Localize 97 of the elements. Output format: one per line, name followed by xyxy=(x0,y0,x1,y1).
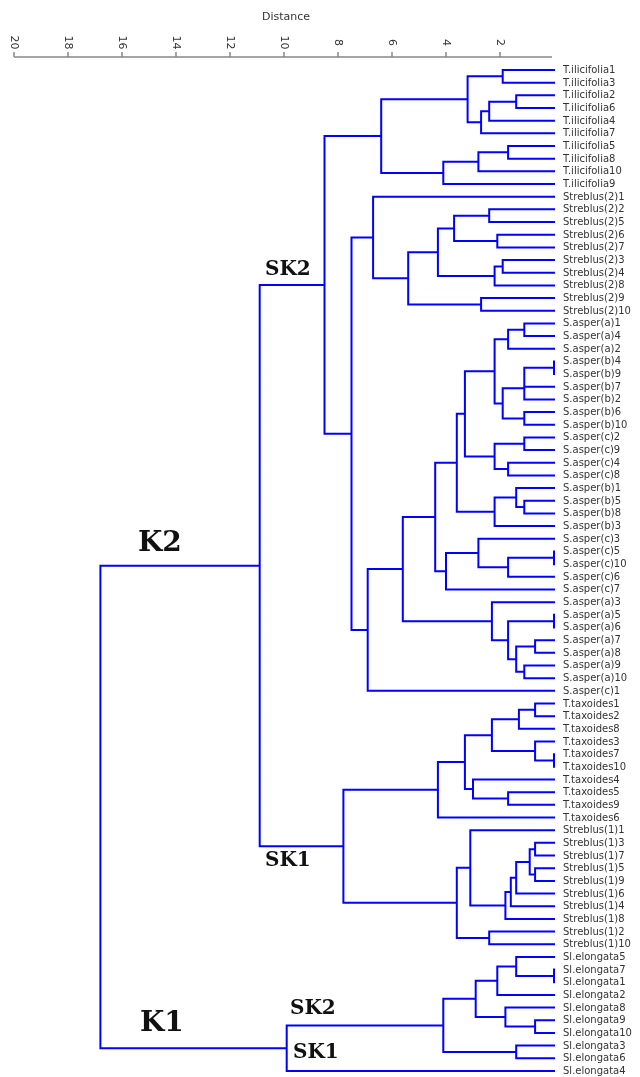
leaf-label: T.ilicifolia5 xyxy=(563,141,616,151)
leaf-label: Streblus(2)8 xyxy=(563,280,625,291)
leaf-label: S.asper(a)10 xyxy=(563,673,628,684)
leaf-label: Sl.elongata5 xyxy=(563,951,626,962)
leaf-label: S.asper(b)4 xyxy=(563,356,621,367)
leaf-label: Sl.elongata7 xyxy=(563,964,626,975)
leaf-label: S.asper(c)3 xyxy=(563,533,621,544)
cluster-label: SK2 xyxy=(290,997,336,1017)
cluster-label: SK1 xyxy=(293,1041,339,1061)
leaf-label: S.asper(a)3 xyxy=(563,597,621,608)
tick-label: 12 xyxy=(224,35,236,49)
leaf-label: T.taxoides4 xyxy=(563,774,620,785)
leaf-label: S.asper(b)5 xyxy=(563,495,621,506)
leaf-label: S.asper(c)8 xyxy=(563,470,621,481)
leaf-label: T.ilicifolia9 xyxy=(563,179,616,189)
leaf-label: T.ilicifolia6 xyxy=(563,103,616,113)
leaf-label: S.asper(c)4 xyxy=(563,457,621,468)
leaf-label: Streblus(2)10 xyxy=(563,305,631,316)
cluster-label: K2 xyxy=(138,528,182,556)
leaf-label: Sl.elongata2 xyxy=(563,989,626,1000)
leaf-label: Streblus(1)5 xyxy=(563,863,625,874)
leaf-label: S.asper(b)3 xyxy=(563,521,621,532)
leaf-label: S.asper(b)8 xyxy=(563,508,621,519)
leaf-label: Streblus(2)9 xyxy=(563,293,625,304)
leaf-label: S.asper(b)10 xyxy=(563,419,628,430)
leaf-label: T.taxoides3 xyxy=(563,736,620,747)
leaf-label: T.taxoides10 xyxy=(563,761,627,772)
tick-label: 4 xyxy=(440,38,452,46)
leaf-label: Streblus(2)2 xyxy=(563,204,625,215)
leaf-label: Streblus(2)3 xyxy=(563,255,625,266)
leaf-label: T.ilicifolia10 xyxy=(563,166,622,177)
leaf-label: S.asper(c)1 xyxy=(563,685,621,696)
leaf-label: T.ilicifolia4 xyxy=(563,115,616,126)
leaf-label: Sl.elongata1 xyxy=(563,977,626,988)
leaf-label: Streblus(1)9 xyxy=(563,875,625,886)
leaf-label: T.taxoides5 xyxy=(563,787,620,798)
leaf-label: T.taxoides6 xyxy=(563,812,620,823)
cluster-label: SK2 xyxy=(265,258,311,278)
leaf-label: Streblus(2)6 xyxy=(563,229,625,240)
tick-label: 14 xyxy=(170,35,182,49)
leaf-label: T.taxoides2 xyxy=(563,711,620,722)
leaf-label: Sl.elongata4 xyxy=(563,1065,626,1076)
tick-label: 20 xyxy=(8,35,20,49)
leaf-label: S.asper(c)6 xyxy=(563,571,621,582)
leaf-label: S.asper(b)6 xyxy=(563,407,621,418)
leaf-label: Sl.elongata8 xyxy=(563,1002,626,1013)
leaf-label: Streblus(2)1 xyxy=(563,191,625,202)
leaf-label: T.taxoides7 xyxy=(563,749,620,760)
tick-label: 18 xyxy=(62,35,74,49)
leaf-label: S.asper(b)1 xyxy=(563,483,621,494)
leaf-label: Streblus(2)5 xyxy=(563,217,625,228)
leaf-label: S.asper(a)1 xyxy=(563,318,621,329)
tick-label: 8 xyxy=(332,38,344,46)
leaf-label: S.asper(a)5 xyxy=(563,609,621,620)
cluster-label: K1 xyxy=(140,1008,184,1036)
leaf-label: S.asper(a)6 xyxy=(563,622,621,633)
leaf-label: S.asper(a)9 xyxy=(563,660,621,671)
cluster-label: SK1 xyxy=(265,849,311,869)
leaf-label: T.taxoides8 xyxy=(563,723,620,734)
tick-label: 16 xyxy=(116,35,128,49)
leaf-label: T.ilicifolia7 xyxy=(563,128,616,139)
leaf-label: S.asper(b)9 xyxy=(563,369,621,380)
leaf-label: S.asper(c)10 xyxy=(563,559,627,570)
leaf-label: S.asper(c)2 xyxy=(563,432,621,443)
tick-label: 2 xyxy=(494,38,506,46)
leaf-label: Streblus(1)7 xyxy=(563,850,625,861)
leaf-label: Sl.elongata10 xyxy=(563,1027,632,1038)
leaf-label: Sl.elongata3 xyxy=(563,1040,626,1051)
leaf-label: Streblus(1)2 xyxy=(563,926,625,937)
leaf-label: T.ilicifolia8 xyxy=(563,153,616,164)
leaf-label: Streblus(1)4 xyxy=(563,901,625,912)
leaf-label: S.asper(a)8 xyxy=(563,647,621,658)
leaf-label: Sl.elongata6 xyxy=(563,1053,626,1064)
leaf-label: S.asper(b)2 xyxy=(563,394,621,405)
leaf-label: Streblus(1)10 xyxy=(563,939,631,950)
leaf-label: S.asper(a)7 xyxy=(563,635,621,646)
leaf-label: S.asper(b)7 xyxy=(563,381,621,392)
leaf-label: Streblus(1)1 xyxy=(563,825,625,836)
leaf-label: Streblus(2)7 xyxy=(563,242,625,253)
leaf-label: Streblus(2)4 xyxy=(563,267,625,278)
leaf-label: Sl.elongata9 xyxy=(563,1015,626,1026)
leaf-label: Streblus(1)8 xyxy=(563,913,625,924)
leaf-label: T.ilicifolia1 xyxy=(563,65,616,75)
leaf-label: Streblus(1)6 xyxy=(563,888,625,899)
leaf-label: S.asper(a)2 xyxy=(563,343,621,354)
tick-label: 10 xyxy=(278,35,290,49)
tick-label: 6 xyxy=(386,38,398,46)
leaf-label: Streblus(1)3 xyxy=(563,837,625,848)
leaf-label: T.taxoides1 xyxy=(563,698,620,709)
leaf-label: S.asper(a)4 xyxy=(563,331,621,342)
axis-title: Distance xyxy=(262,11,311,22)
leaf-label: T.ilicifolia3 xyxy=(563,77,616,88)
leaf-label: S.asper(c)9 xyxy=(563,445,621,456)
leaf-label: T.taxoides9 xyxy=(563,799,620,810)
leaf-label: S.asper(c)5 xyxy=(563,546,621,557)
leaf-label: T.ilicifolia2 xyxy=(563,90,616,101)
leaf-label: S.asper(c)7 xyxy=(563,584,621,595)
